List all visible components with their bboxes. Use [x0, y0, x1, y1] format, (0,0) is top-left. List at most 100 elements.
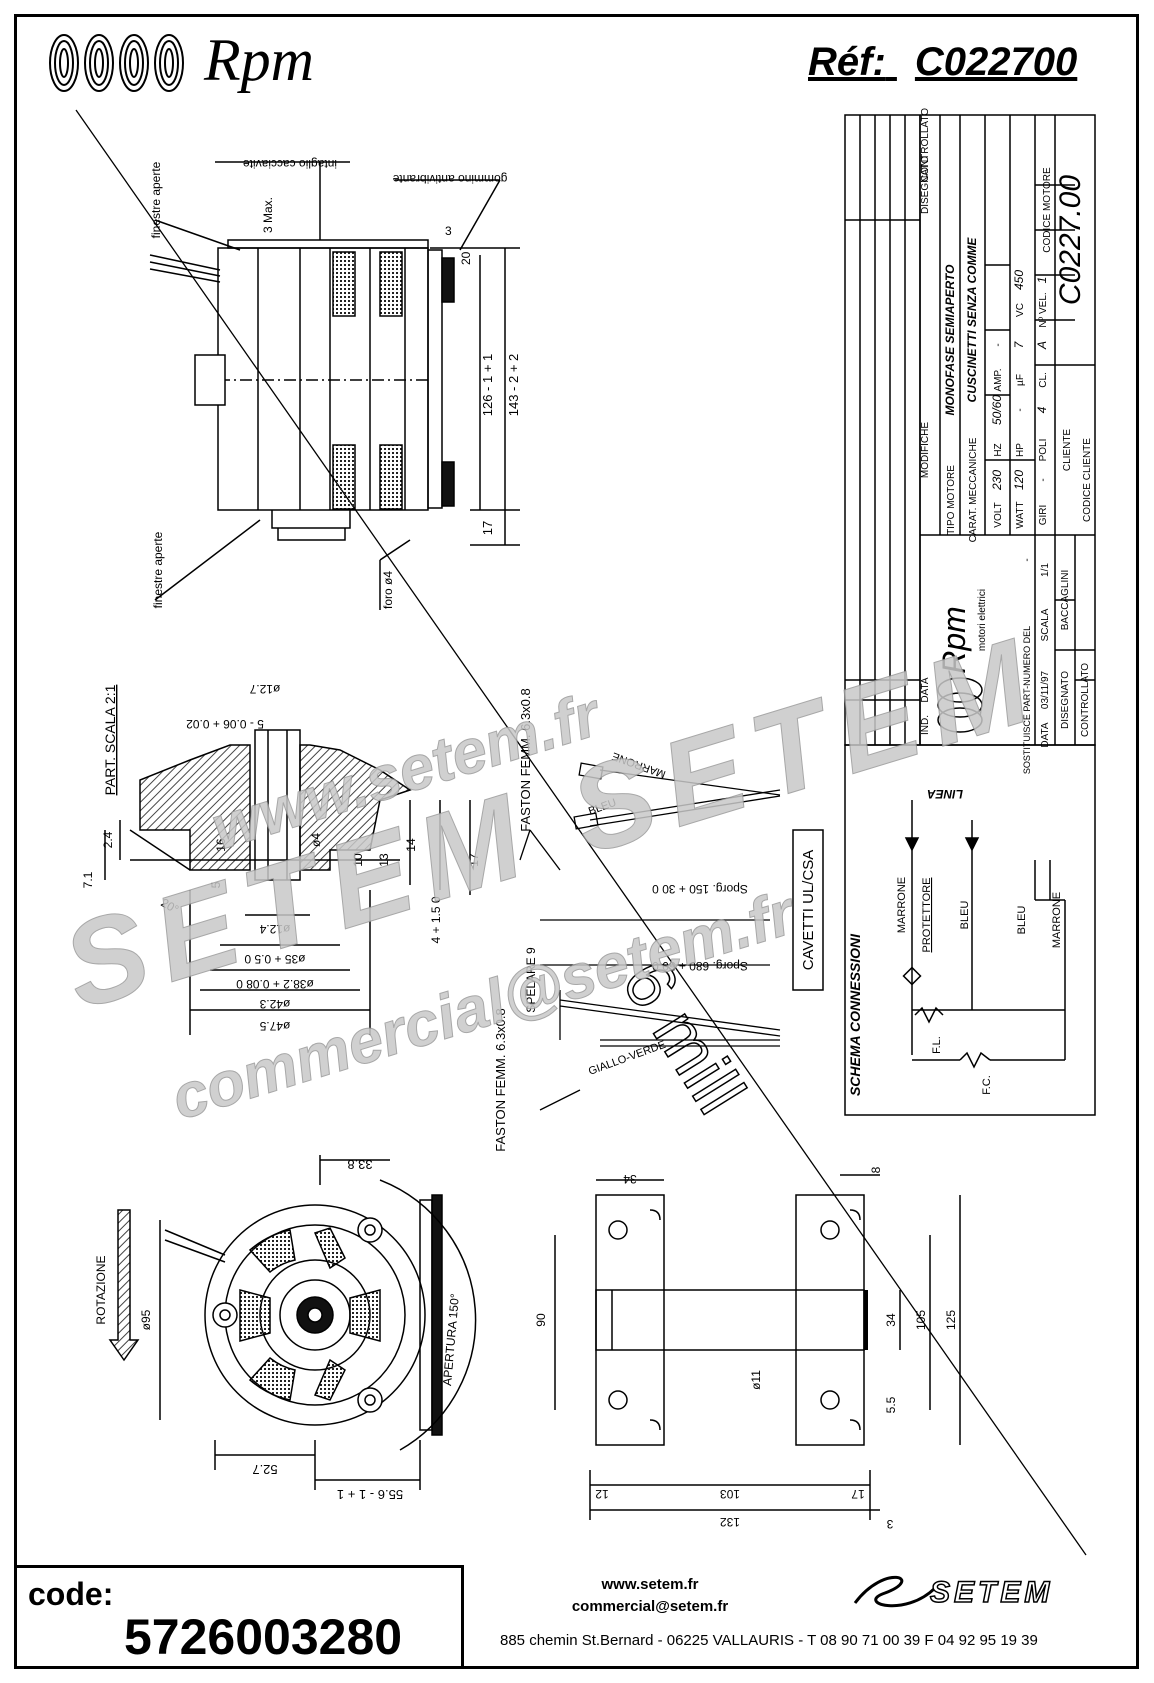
bracket-dim-6: 125 — [944, 1310, 958, 1330]
tb-sostituisce: - — [1022, 558, 1033, 561]
label-foro: foro ø4 — [381, 571, 395, 609]
tb-hp: - — [1015, 408, 1026, 411]
bracket-dimensions: 34 8 90 34 105 125 ø11 5.5 12 103 17 132… — [534, 1166, 958, 1531]
label-finestre-bottom: finestre aperte — [151, 531, 165, 608]
code-label: code: — [28, 1576, 114, 1612]
wire-leads — [519, 762, 781, 1111]
schema-bleu2: BLEU — [1016, 906, 1028, 935]
ref-value: C022700 — [914, 40, 1078, 84]
rpm-brand: Rpm — [204, 27, 314, 93]
dim-52-7: 52.7 — [252, 1462, 277, 1477]
tb-poli: 4 — [1035, 406, 1049, 413]
detail-dim-12: 17 — [467, 853, 481, 867]
tb-disegnato-label: DISEGNATO — [1060, 671, 1071, 729]
bracket-dim-7: ø11 — [749, 1370, 763, 1390]
tb-watt-label: WATT — [1015, 501, 1026, 528]
drawing-frame — [14, 14, 1139, 1669]
detail-dim-10: 13 — [377, 853, 391, 867]
sporg-680: Sporg. 680 + 50 0 — [652, 959, 748, 973]
detail-dimensions: ø12.7 5 - 0.06 + 0.02 2.4 7.1 20° 16 ø4 … — [81, 682, 481, 1033]
tb-codcliente-label: CODICE CLIENTE — [1082, 438, 1093, 522]
bracket-dim-9: 12 — [595, 1487, 609, 1501]
tb-hp-label: HP — [1015, 443, 1026, 457]
tb-cl-label: CL. — [1038, 372, 1049, 388]
tb-cl: A — [1035, 341, 1049, 350]
tb-codmotore-label: CODICE MOTORE — [1042, 167, 1053, 253]
tb-watt: 120 — [1012, 470, 1026, 490]
bracket-dim-4: 34 — [884, 1313, 898, 1327]
tb-data2: 03/11/97 — [1040, 670, 1051, 709]
dim-20: 20 — [459, 251, 473, 265]
bracket-dim-12: 132 — [720, 1515, 740, 1529]
schema-linea: LINEA — [927, 787, 963, 801]
detail-dim-16: ø38.2 + 0.08 0 — [236, 977, 314, 991]
tb-data: DATA — [920, 677, 931, 703]
detail-dim-13: 4 + 1.5 0 — [429, 896, 443, 943]
schema-bleu1: BLEU — [959, 901, 971, 930]
detail-dim-18: ø47.5 — [259, 1019, 290, 1033]
schema-title: SCHEMA CONNESSIONI — [847, 933, 863, 1096]
tb-modifiche: MODIFICHE — [920, 422, 931, 478]
tb-hz: 50/60 — [990, 395, 1004, 425]
schema-protettore: PROTETTORE — [921, 878, 933, 953]
tb-sostituisce-label: SOSTITUISCE PART-NUMERO DEL — [1022, 626, 1032, 774]
label-finestre-top: finestre aperte — [149, 161, 163, 238]
tb-brand: Rpm — [936, 606, 972, 674]
dim-55-6: 55.6 - 1 + 1 — [337, 1487, 403, 1502]
tb-carat: CUSCINETTI SENZA COMME — [965, 237, 979, 403]
detail-dim-6: 16 — [214, 838, 228, 852]
spelare: SPELARE 9 — [524, 947, 538, 1013]
dim-3: 3 — [445, 224, 452, 238]
footer-email[interactable]: commercial@setem.fr — [571, 1598, 729, 1615]
footer-address: 885 chemin St.Bernard - 06225 VALLAURIS … — [500, 1632, 1038, 1649]
bracket-dim-3: 90 — [534, 1313, 548, 1327]
watermarks: www.setem.fr SETEM SETEM commercial@sete… — [48, 610, 1058, 1134]
bracket-dim-8: 5.5 — [884, 1396, 898, 1413]
title-block-coil-icon — [937, 677, 983, 733]
detail-dim-15: ø35 + 0.5 0 — [244, 952, 305, 966]
tb-nvel-label: Nº VEL. — [1038, 292, 1049, 327]
tb-scala: 1/1 — [1040, 563, 1051, 577]
detail-dim-17: ø42.3 — [259, 997, 290, 1011]
tb-ind: IND. — [920, 715, 931, 735]
setem-logo: SETEM — [845, 1568, 1115, 1618]
rpm-logo: Rpm — [44, 30, 364, 98]
bracket-dim-10: 103 — [720, 1487, 740, 1501]
schema-fl: F.L. — [931, 1036, 943, 1054]
front-view — [108, 1155, 477, 1490]
dim-33-8: 33.8 — [347, 1157, 372, 1172]
schema-frame — [844, 744, 1096, 1116]
code-value: 5726003280 — [124, 1609, 403, 1665]
tb-vc-label: VC — [1015, 303, 1026, 317]
detail-view — [104, 729, 471, 1035]
dim-95: ø95 — [139, 1309, 153, 1330]
tb-volt: 230 — [990, 470, 1004, 491]
tb-hz-label: HZ — [993, 443, 1004, 456]
detail-dim-3: 2.4 — [101, 831, 115, 848]
dim-143: 143 - 2 + 2 — [506, 354, 521, 417]
tb-uf: 7 — [1012, 340, 1026, 348]
rotazione-label: ROTAZIONE — [94, 1255, 108, 1324]
footer-website[interactable]: www.setem.fr — [601, 1576, 699, 1593]
tb-poli-label: POLI — [1038, 439, 1049, 462]
dim-3max: 3 Max. — [261, 197, 275, 233]
tb-amp-label: AMP. — [993, 368, 1004, 391]
tb-disegnato-h: DISEGNATO — [920, 156, 931, 214]
bracket-dim-1: 34 — [623, 1172, 637, 1186]
bracket-dim-11: 17 — [851, 1487, 865, 1501]
tb-giri-label: GIRI — [1038, 505, 1049, 526]
tb-brand-sub: motori elettrici — [977, 589, 988, 651]
cavetti-box — [792, 829, 824, 991]
tb-controllato-label: CONTROLLATO — [1080, 663, 1091, 737]
faston-bottom: FASTON FEMM. 6.3x0.8 — [493, 1008, 508, 1152]
tb-scala-label: SCALA — [1040, 608, 1051, 641]
detail-dim-1: ø12.7 — [249, 682, 280, 696]
cavetti-label: CAVETTI UL/CSA — [800, 850, 817, 971]
apertura-label: APERTURA 150° — [440, 1293, 462, 1387]
dim-126: 126 - 1 + 1 — [480, 354, 495, 417]
detail-dim-7: ø4 — [309, 833, 323, 847]
tb-nvel: 1 — [1035, 277, 1049, 284]
bracket-dim-13: 3 — [886, 1517, 893, 1531]
detail-dim-2: 5 - 0.06 + 0.02 — [186, 717, 264, 731]
